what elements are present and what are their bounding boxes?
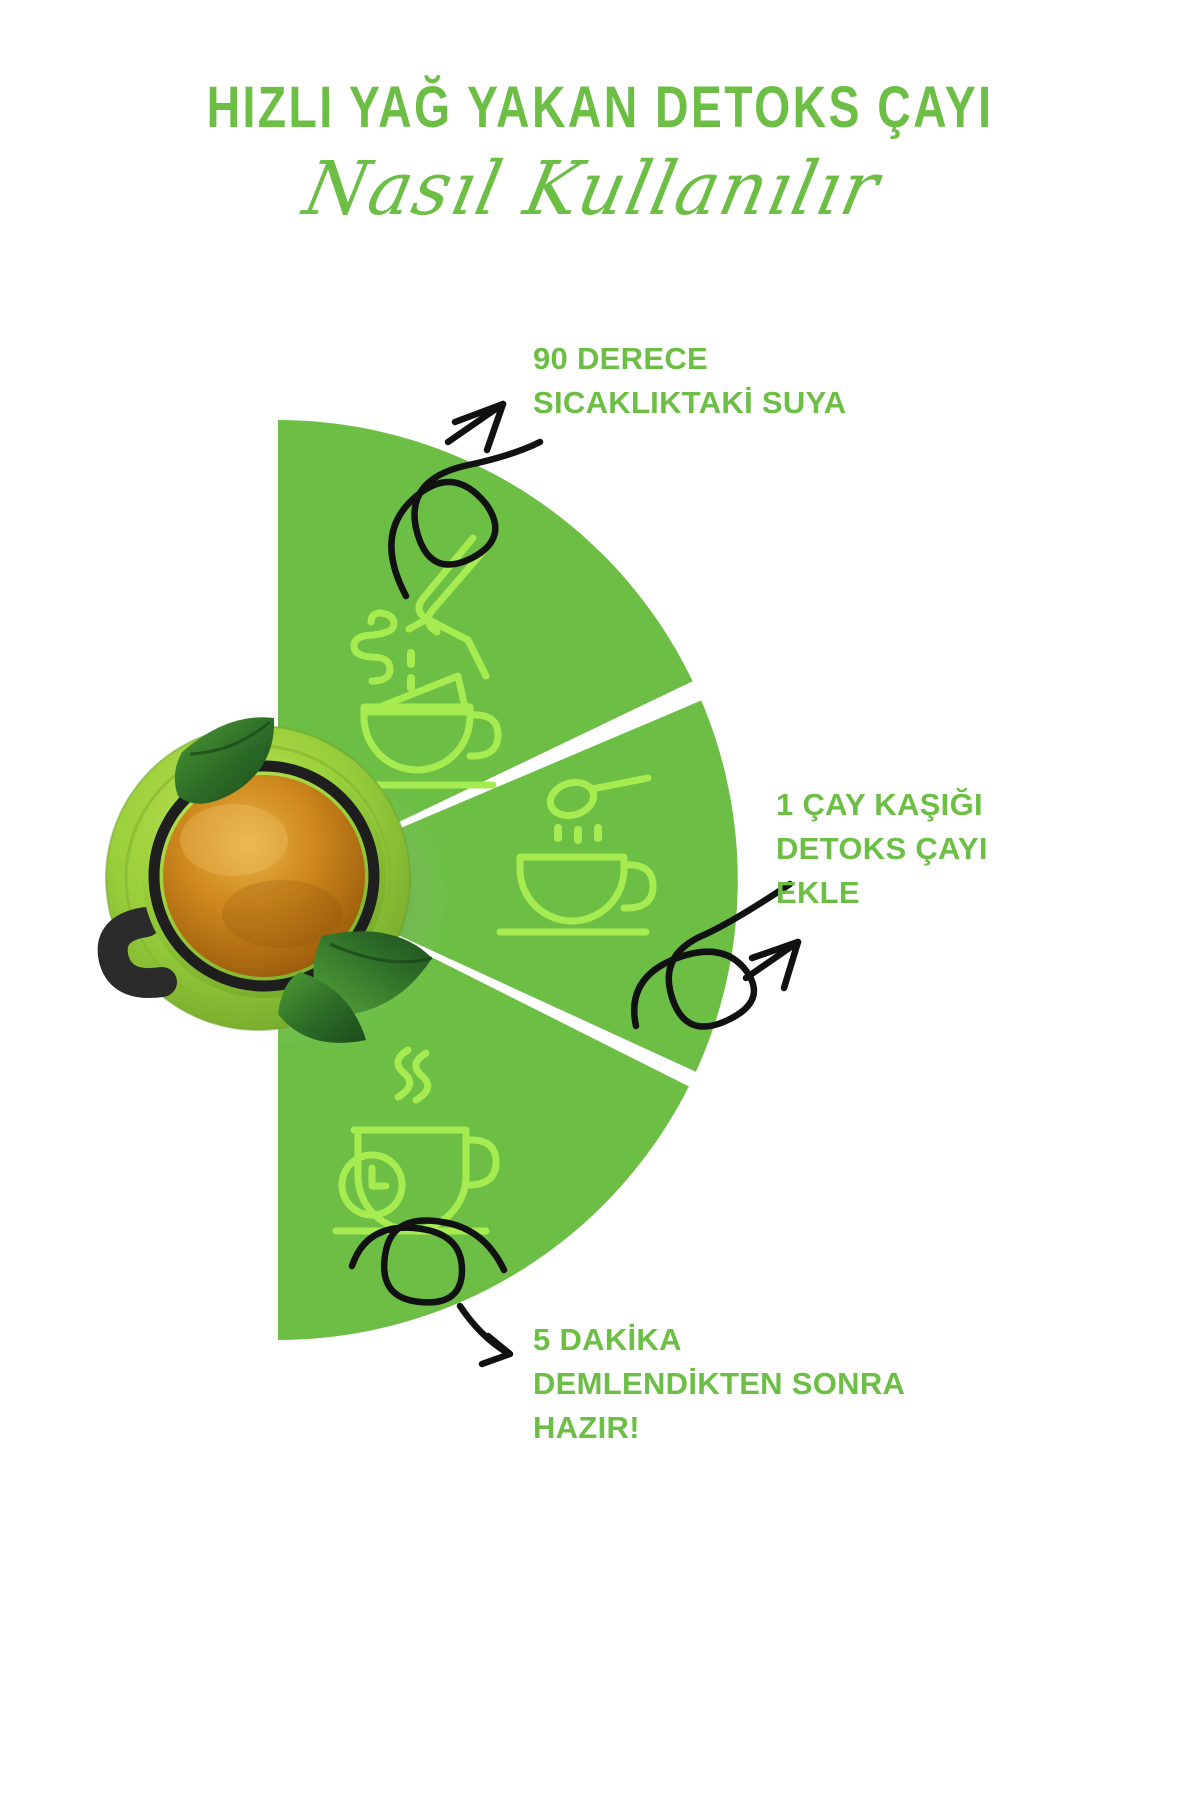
cup-with-clock-icon (332, 1046, 500, 1235)
cup-handle (97, 907, 177, 998)
step-3-label: 5 DAKİKA DEMLENDİKTEN SONRA HAZIR! (533, 1322, 906, 1446)
mint-leaf-bottom (278, 972, 366, 1043)
curly-arrow-to-step-1 (388, 400, 544, 600)
page-title: HIZLI YAĞ YAKAN DETOKS ÇAYI (206, 75, 994, 140)
curly-arrow-to-step-3 (348, 1217, 514, 1368)
step-1-label: 90 DERECE SICAKLIKTAKİ SUYA (533, 341, 847, 421)
green-teacup-photo (94, 717, 450, 1048)
cup-rim (148, 760, 380, 992)
spoon-over-cup-icon (496, 774, 657, 936)
page-subtitle-script: Nasıl Kullanılır (296, 146, 888, 232)
mint-leaf-top (174, 717, 275, 804)
tea-surface (163, 775, 365, 977)
step-2-label: 1 ÇAY KAŞIĞI DETOKS ÇAYI EKLE (776, 787, 988, 911)
curly-arrow-to-step-2 (630, 880, 802, 1030)
mint-leaf-bottom-right (313, 931, 432, 1016)
